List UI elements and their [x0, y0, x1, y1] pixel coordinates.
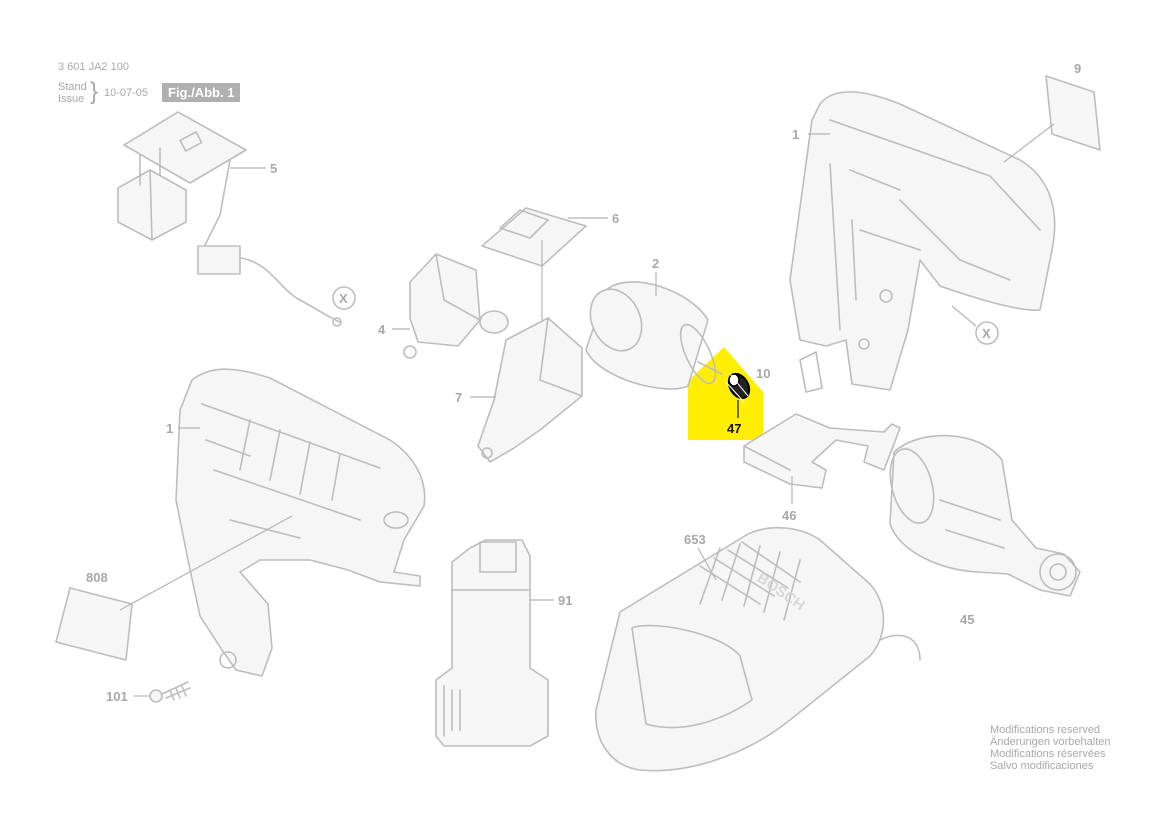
brace-symbol: }: [90, 78, 99, 105]
part-2-label: 2: [652, 256, 659, 271]
part-653-charger[interactable]: BOSCH: [595, 526, 921, 772]
part-46-bracket[interactable]: [743, 413, 901, 489]
modifications-line: Salvo modificaciones: [990, 760, 1094, 772]
part-47-pinion[interactable]: [725, 370, 754, 403]
part-808-label: 808: [86, 570, 108, 585]
part-5-switch-board[interactable]: [117, 111, 342, 327]
part-9-label: 9: [1074, 61, 1081, 76]
part-5-label: 5: [270, 161, 277, 176]
issue-label: Issue: [58, 93, 85, 105]
part-1-housing-half-right[interactable]: [789, 91, 1056, 391]
modifications-line: Änderungen vorbehalten: [990, 736, 1111, 748]
modifications-notice: Modifications reserved Änderungen vorbeh…: [990, 724, 1110, 772]
part-10-spring-clip[interactable]: [799, 351, 823, 393]
part-6-label: 6: [612, 211, 619, 226]
part-7-trigger-body[interactable]: [477, 317, 583, 463]
part-2-motor[interactable]: [581, 281, 723, 390]
part-91-label: 91: [558, 593, 572, 608]
x-marker-circle: [332, 286, 356, 310]
part-47-label: 47: [727, 421, 741, 436]
part-653-label: 653: [684, 532, 706, 547]
part-91-battery-pack[interactable]: [435, 539, 549, 747]
x-marker-circle: [975, 321, 999, 345]
part-47-highlight: [688, 347, 763, 440]
part-4-switch-housing[interactable]: [403, 253, 509, 359]
modifications-line: Modifications réservées: [990, 748, 1106, 760]
part-9-leader: [1003, 123, 1055, 163]
part-808-leader: [119, 515, 293, 611]
part-1-housing-half-left[interactable]: [175, 368, 426, 677]
part-1-top-label: 1: [792, 127, 799, 142]
modifications-line: Modifications reserved: [990, 724, 1101, 736]
part-101-screw[interactable]: [149, 681, 191, 703]
x-marker-label: X: [339, 291, 348, 306]
part-7-label: 7: [455, 390, 462, 405]
part-45-label: 45: [960, 612, 974, 627]
part-45-gearbox-assembly[interactable]: [883, 434, 1081, 597]
part-1-left-label: 1: [166, 421, 173, 436]
part-101-label: 101: [106, 689, 128, 704]
part-808-label-sticker[interactable]: [55, 587, 133, 661]
part-6-slider-plate[interactable]: [481, 207, 587, 267]
part-4-label: 4: [378, 322, 386, 337]
figure-badge: Fig./Abb. 1: [162, 83, 241, 102]
document-number: 3 601 JA2 100: [58, 61, 129, 73]
x-marker-2-leader: [951, 305, 977, 327]
part-10-label: 10: [756, 366, 770, 381]
part-9-nameplate[interactable]: [1045, 75, 1101, 151]
part-46-label: 46: [782, 508, 796, 523]
part-653-leader: [697, 547, 717, 581]
stand-label: Stand: [58, 81, 87, 93]
issue-date: 10-07-05: [104, 87, 149, 99]
x-marker-label: X: [982, 326, 991, 341]
